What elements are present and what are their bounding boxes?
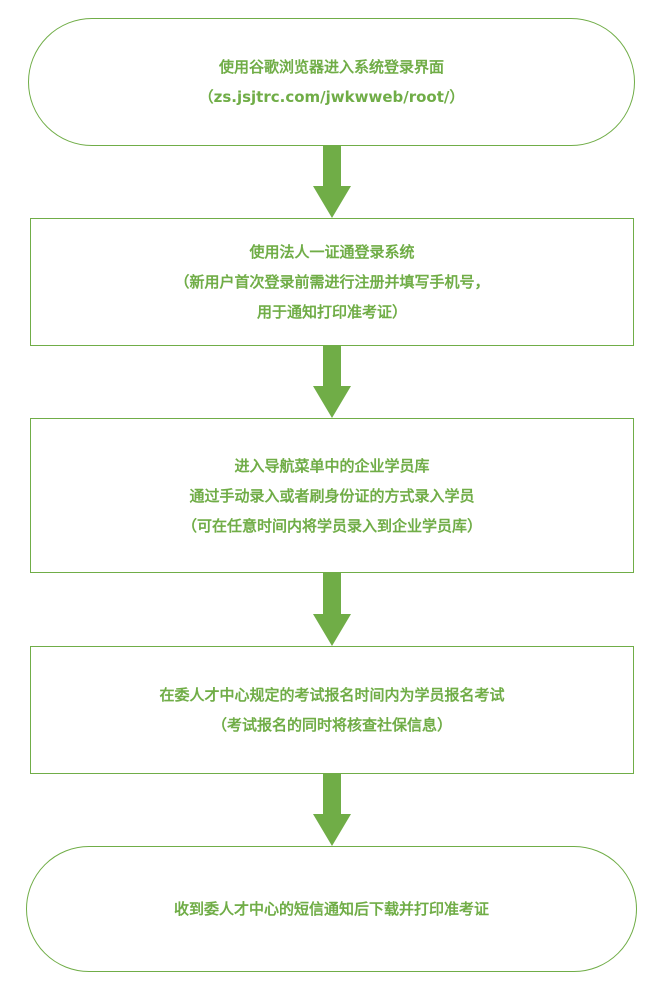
step-node-login-system: 使用法人一证通登录系统 （新用户首次登录前需进行注册并填写手机号， 用于通知打印…	[30, 218, 634, 346]
start-node-open-login-page: 使用谷歌浏览器进入系统登录界面 （zs.jsjtrc.com/jwkwweb/r…	[28, 18, 635, 146]
node-text: 在委人才中心规定的考试报名时间内为学员报名考试	[159, 686, 505, 704]
node-text: （考试报名的同时将核查社保信息）	[211, 716, 452, 734]
arrow-down-icon	[313, 346, 351, 418]
end-node-print-admission-ticket: 收到委人才中心的短信通知后下载并打印准考证	[26, 846, 637, 972]
arrow-down-icon	[313, 146, 351, 218]
node-text: 通过手动录入或者刷身份证的方式录入学员	[189, 486, 475, 505]
node-text: 使用法人一证通登录系统	[249, 243, 415, 261]
step-node-register-exam: 在委人才中心规定的考试报名时间内为学员报名考试 （考试报名的同时将核查社保信息）	[30, 646, 634, 774]
node-text: （新用户首次登录前需进行注册并填写手机号，	[174, 273, 490, 291]
node-text: 进入导航菜单中的企业学员库	[234, 456, 430, 475]
arrow-down-icon	[313, 573, 351, 646]
step-node-enroll-students: 进入导航菜单中的企业学员库 通过手动录入或者刷身份证的方式录入学员 （可在任意时…	[30, 418, 634, 573]
arrow-down-icon	[313, 774, 351, 846]
node-text: （zs.jsjtrc.com/jwkwweb/root/）	[198, 88, 465, 106]
node-text: 收到委人才中心的短信通知后下载并打印准考证	[173, 900, 489, 918]
node-text: 用于通知打印准考证）	[256, 303, 407, 321]
node-text: （可在任意时间内将学员录入到企业学员库）	[181, 516, 482, 535]
node-text: 使用谷歌浏览器进入系统登录界面	[218, 58, 444, 76]
